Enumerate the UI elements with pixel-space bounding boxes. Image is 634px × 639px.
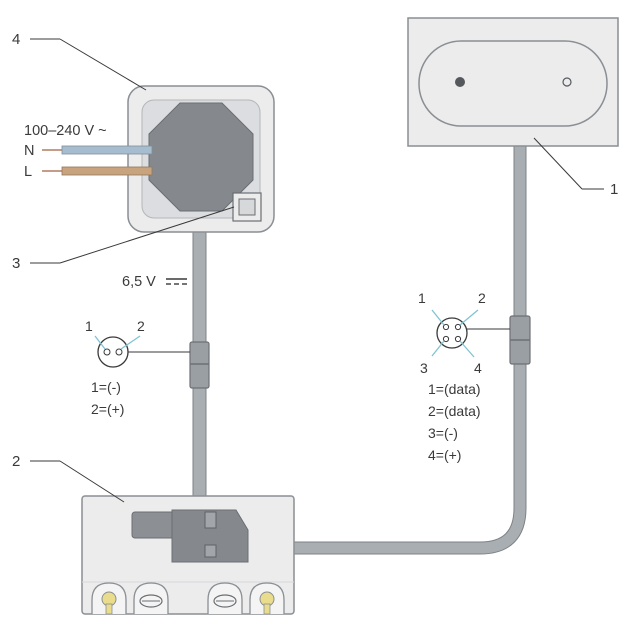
- pin-label-2pin-1: 1: [85, 318, 93, 334]
- indicator-ring-icon: [562, 77, 572, 87]
- pin-label-4pin-3: 3: [420, 360, 428, 376]
- legend-4pin-line4: 4=(+): [428, 447, 461, 463]
- sensor-dot-icon: [455, 77, 465, 87]
- callout-number-3: 3: [12, 255, 20, 272]
- led-socket-right: [249, 582, 285, 615]
- supply-voltage-label: 100–240 V ~: [24, 123, 107, 139]
- neutral-wire: [42, 145, 153, 155]
- callout-number-4: 4: [12, 31, 20, 48]
- pin-label-4pin-1: 1: [418, 290, 426, 306]
- display-unit: [407, 17, 619, 147]
- legend-2pin-line1: 1=(-): [91, 379, 121, 395]
- legend-4pin-line3: 3=(-): [428, 425, 458, 441]
- screw-icon: [213, 594, 237, 608]
- pin-label-2pin-2: 2: [137, 318, 145, 334]
- pin-label-4pin-4: 4: [474, 360, 482, 376]
- led-socket-left: [91, 582, 127, 615]
- pin-label-4pin-2: 2: [478, 290, 486, 306]
- inline-connector-2pin: [189, 341, 210, 389]
- callout-leader-2: [30, 460, 125, 503]
- legend-2pin-line2: 2=(+): [91, 401, 124, 417]
- controller-connector-block: [171, 509, 249, 563]
- screw-socket-left: [133, 582, 169, 614]
- screw-socket-right: [207, 582, 243, 614]
- connector-4pin-face: [431, 309, 510, 358]
- screw-icon: [139, 594, 163, 608]
- connector-2pin-face: [94, 335, 190, 368]
- callout-leader-1: [533, 137, 604, 190]
- neutral-label: N: [24, 143, 34, 159]
- legend-4pin-line2: 2=(data): [428, 403, 481, 419]
- dc-symbol-icon: [166, 278, 187, 285]
- live-label: L: [24, 164, 32, 180]
- callout-number-1: 1: [610, 181, 618, 198]
- legend-4pin-line1: 1=(data): [428, 381, 481, 397]
- cable-controller-to-display: [240, 140, 527, 555]
- power-supply-housing: [127, 85, 275, 233]
- controller-box: [81, 495, 295, 615]
- output-voltage-label: 6,5 V: [122, 274, 156, 290]
- callout-leader-4: [30, 38, 147, 91]
- inline-connector-4pin: [509, 315, 531, 365]
- live-wire: [42, 166, 153, 176]
- callout-leader-3: [30, 206, 235, 264]
- callout-number-2: 2: [12, 453, 20, 470]
